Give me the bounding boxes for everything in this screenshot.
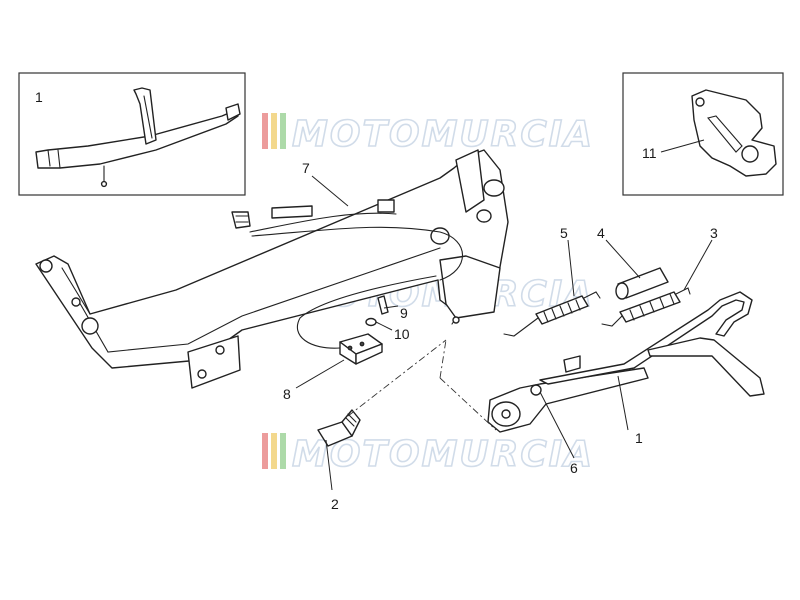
leader-lines [295, 139, 713, 491]
callout-5: 5 [560, 225, 568, 241]
callout-11: 11 [642, 145, 657, 161]
callout-6: 6 [570, 460, 578, 476]
callout-4: 4 [597, 225, 605, 241]
side-stand-drawing [487, 291, 765, 433]
bracket-plate-drawing [691, 89, 777, 177]
watermark-stripe-green [280, 433, 286, 469]
watermark-bottom: MOTOMURCIA [262, 433, 593, 476]
assembly-line [347, 339, 497, 431]
watermark-stripe-red [262, 433, 268, 469]
callout-2: 2 [331, 496, 339, 512]
inset-frame-right [622, 72, 784, 196]
inset-frame-left [18, 72, 246, 196]
kill-switch-drawing [339, 333, 383, 365]
main-frame-bracket-drawing [35, 149, 509, 389]
callout-1: 1 [635, 430, 643, 446]
watermark-stripe-yellow [271, 433, 277, 469]
callout-3: 3 [710, 225, 718, 241]
watermark-stripe-red [262, 113, 268, 149]
callout-10: 10 [394, 326, 410, 342]
watermark-text: MOTOMURCIA [292, 114, 594, 155]
sleeve-4-drawing [615, 267, 669, 300]
watermark-stripe-yellow [271, 113, 277, 149]
callout-1-inset: 1 [35, 89, 43, 105]
side-stand-variant-drawing [35, 87, 241, 188]
spring-3-drawing [601, 287, 691, 327]
callout-7: 7 [302, 160, 310, 176]
screw-and-washer-drawing [365, 295, 389, 327]
callout-8: 8 [283, 386, 291, 402]
wiring-harness-drawing [231, 199, 464, 349]
watermark-stripe-green [280, 113, 286, 149]
callout-9: 9 [400, 305, 408, 321]
watermark-top: MOTOMURCIA [262, 113, 594, 156]
spring-5-drawing [503, 291, 601, 337]
